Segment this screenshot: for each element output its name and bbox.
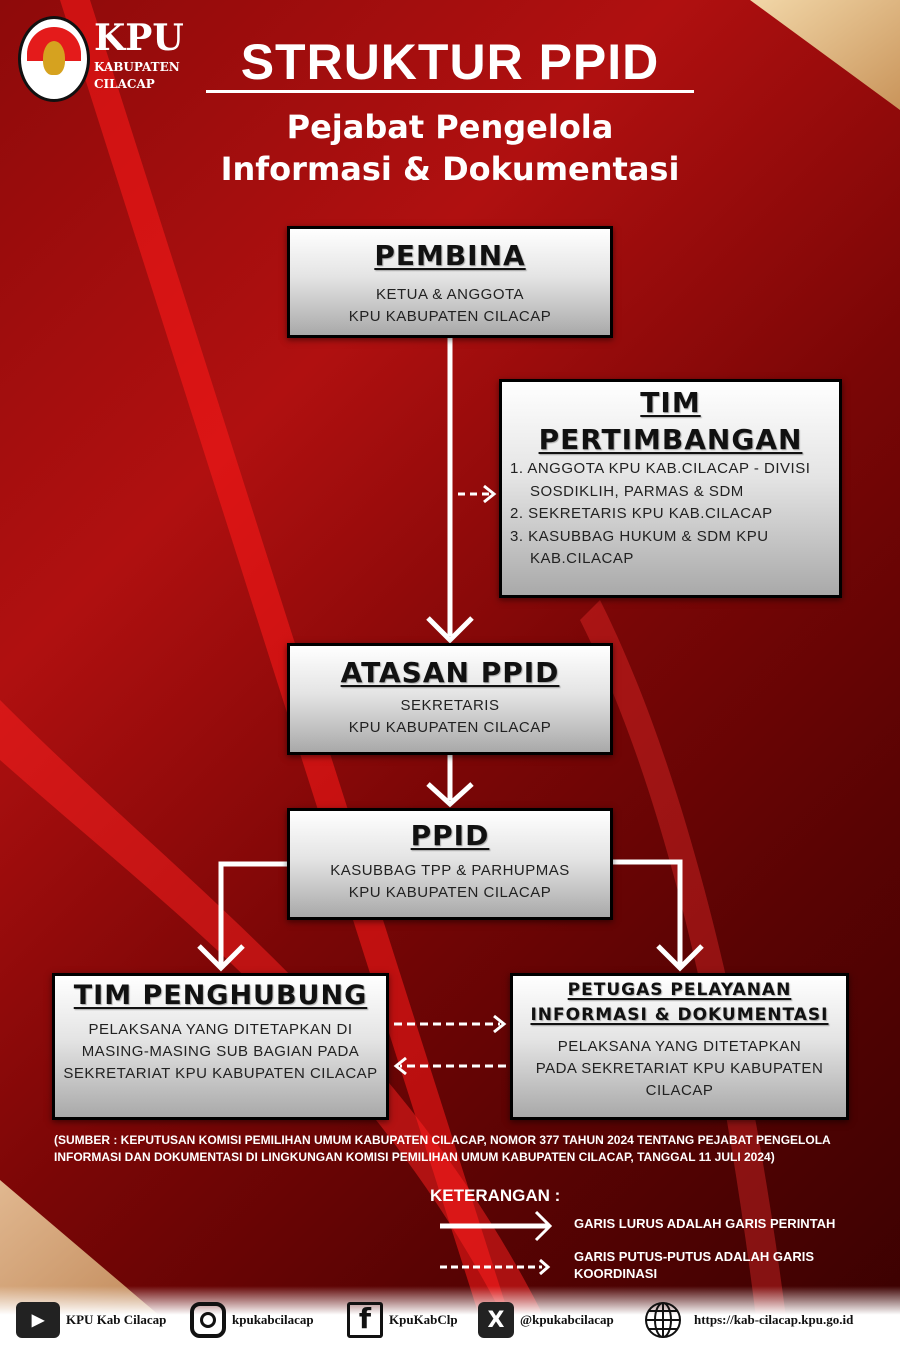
legend-title: KETERANGAN : xyxy=(430,1186,561,1205)
arrowhead xyxy=(197,944,245,972)
ppid-title: PPID xyxy=(410,819,490,852)
arrowhead xyxy=(656,944,704,972)
petugas-title-2: INFORMASI & DOKUMENTASI xyxy=(530,1005,829,1025)
box-atasan-ppid: ATASAN PPID SEKRETARIS KPU KABUPATEN CIL… xyxy=(287,643,613,755)
logo-cilacap: CILACAP xyxy=(94,77,155,91)
footer-instagram[interactable]: kpukabcilacap xyxy=(190,1302,314,1338)
youtube-icon: ▶ xyxy=(16,1302,60,1338)
pembina-title: PEMBINA xyxy=(374,239,526,272)
legend-solid-arrow xyxy=(440,1210,553,1276)
footer-label: KpuKabClp xyxy=(389,1312,458,1327)
logo-kpu: KPU xyxy=(94,17,184,59)
footer-youtube[interactable]: ▶ KPU Kab Cilacap xyxy=(16,1302,166,1338)
legend-dashed-label: GARIS PUTUS-PUTUS ADALAH GARIS KOORDINAS… xyxy=(574,1249,815,1281)
penghubung-text: PELAKSANA YANG DITETAPKAN DI MASING-MASI… xyxy=(63,1021,378,1082)
box-petugas-pelayanan: PETUGAS PELAYANAN INFORMASI & DOKUMENTAS… xyxy=(510,973,849,1120)
footer-facebook[interactable]: f KpuKabClp xyxy=(347,1302,458,1338)
footer-label: @kpukabcilacap xyxy=(520,1312,614,1327)
pembina-line1: KETUA & ANGGOTA xyxy=(375,286,525,303)
footer-x[interactable]: X @kpukabcilacap xyxy=(478,1302,614,1338)
footer-label: https://kab-cilacap.kpu.go.id xyxy=(694,1312,854,1327)
pertimbangan-title-2: PERTIMBANGAN xyxy=(538,423,803,456)
atasan-line2: KPU KABUPATEN CILACAP xyxy=(348,719,552,736)
atasan-line1: SEKRETARIS xyxy=(400,697,500,714)
line-ppid-petugas xyxy=(613,859,683,966)
ppid-line1: KASUBBAG TPP & PARHUPMAS xyxy=(330,862,570,879)
line-ppid-penghubung xyxy=(218,861,287,966)
ppid-line2: KPU KABUPATEN CILACAP xyxy=(348,884,552,901)
globe-icon xyxy=(645,1302,681,1338)
footer-label: KPU Kab Cilacap xyxy=(66,1312,167,1327)
footer-website[interactable]: https://kab-cilacap.kpu.go.id xyxy=(644,1302,853,1338)
legend-solid-label: GARIS LURUS ADALAH GARIS PERINTAH xyxy=(574,1216,836,1231)
atasan-title: ATASAN PPID xyxy=(340,656,560,689)
source-note: (SUMBER : KEPUTUSAN KOMISI PEMILIHAN UMU… xyxy=(54,1133,831,1164)
arrowhead xyxy=(426,782,474,808)
instagram-icon xyxy=(190,1302,226,1338)
box-tim-penghubung: TIM PENGHUBUNG PELAKSANA YANG DITETAPKAN… xyxy=(52,973,389,1120)
box-tim-pertimbangan: TIM PERTIMBANGAN 1. ANGGOTA KPU KAB.CILA… xyxy=(499,379,842,598)
kpu-seal-logo xyxy=(18,16,90,102)
arrowhead xyxy=(426,616,474,644)
petugas-text: PELAKSANA YANG DITETAPKAN PADA SEKRETARI… xyxy=(535,1038,824,1099)
petugas-title-1: PETUGAS PELAYANAN xyxy=(567,980,792,1000)
pertimbangan-item: 3. KASUBBAG HUKUM & SDM KPU KAB.CILACAP xyxy=(510,527,769,568)
page-title: STRUKTUR PPID xyxy=(206,34,694,93)
penghubung-title: TIM PENGHUBUNG xyxy=(73,980,368,1011)
footer-label: kpukabcilacap xyxy=(232,1312,314,1327)
footer-bar xyxy=(0,1286,900,1350)
box-pembina: PEMBINA KETUA & ANGGOTA KPU KABUPATEN CI… xyxy=(287,226,613,338)
pembina-line2: KPU KABUPATEN CILACAP xyxy=(348,308,552,325)
logo-kabupaten: KABUPATEN xyxy=(94,60,180,74)
facebook-icon: f xyxy=(347,1302,383,1338)
pertimbangan-item: 2. SEKRETARIS KPU KAB.CILACAP xyxy=(510,505,773,522)
pertimbangan-title-1: TIM xyxy=(640,386,701,419)
box-ppid: PPID KASUBBAG TPP & PARHUPMAS KPU KABUPA… xyxy=(287,808,613,920)
subtitle-1: Pejabat Pengelola xyxy=(286,108,614,146)
subtitle-2: Informasi & Dokumentasi xyxy=(220,150,680,188)
pertimbangan-item: 1. ANGGOTA KPU KAB.CILACAP - DIVISI SOSD… xyxy=(510,460,811,500)
x-icon: X xyxy=(478,1302,514,1338)
